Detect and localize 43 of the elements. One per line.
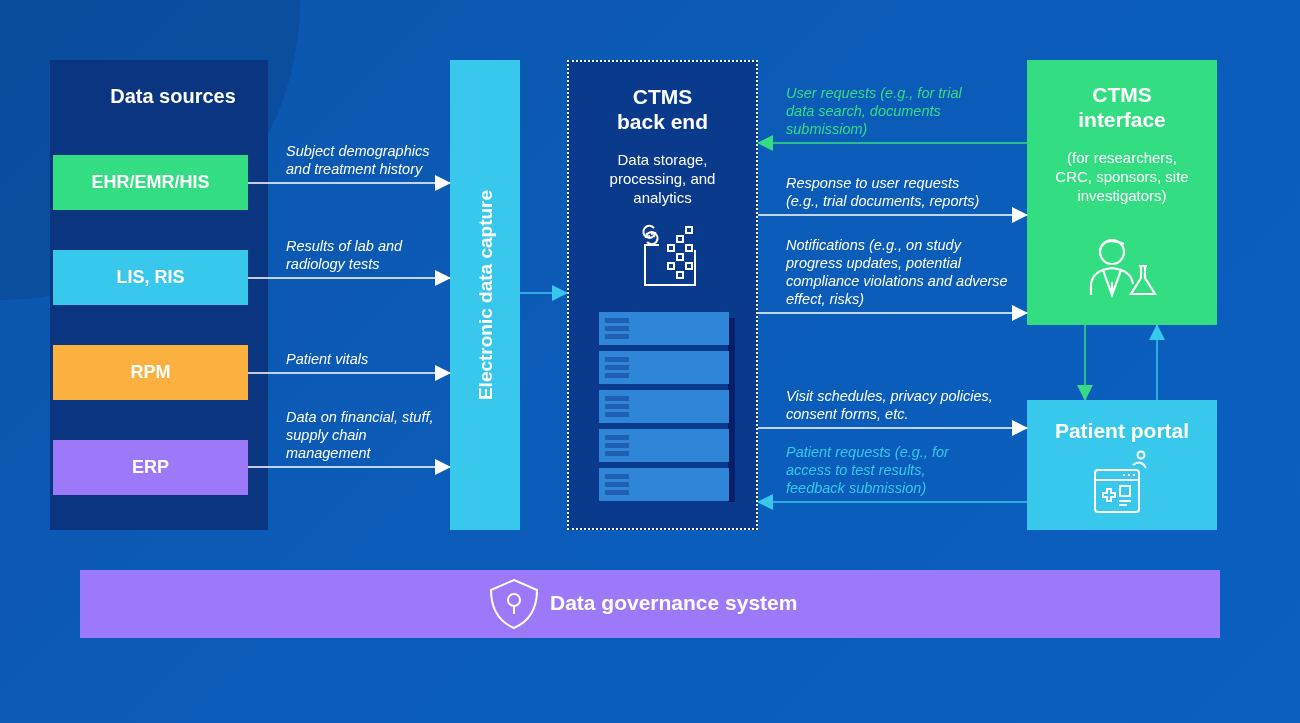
arrow [247,270,451,286]
system-box [53,440,248,495]
box-heading: CTMS interface [1077,82,1167,132]
system-box [53,345,248,400]
arrow [757,207,1028,223]
governance-band [80,570,1220,638]
system-box [53,155,248,210]
backend-panel [567,60,758,530]
arrow [247,175,451,191]
edge-label: Data on financial, stuff, supply chain management [286,408,435,462]
box-label: LIS, RIS [115,266,186,289]
arrow [757,305,1028,321]
arrow [757,135,1028,151]
arrow [1077,324,1093,401]
band-label: Data governance system [550,590,798,615]
edge-label: Patient vitals [286,350,370,368]
arrow [757,420,1028,436]
arrow [247,365,451,381]
bar-label: Electronic data capture [473,188,497,403]
process-bar [450,60,520,530]
interface-box [1027,60,1217,325]
edge-label: User requests (e.g., for trial data search, documents submissiom) [786,84,963,138]
arrow [247,459,451,475]
edge-label: Results of lab and radiology tests [286,237,404,273]
edge-label: Response to user requests (e.g., trial documents, reports) [786,174,981,210]
box-label: ERP [131,456,170,479]
arrow [519,285,568,301]
box-label: RPM [129,361,172,384]
box-heading: Patient portal [1053,418,1191,443]
edge-label: Subject demographics and treatment history [286,142,431,178]
portal-box [1027,400,1217,530]
panel-description: Data storage, processing, and analytics [608,150,717,207]
arrow [757,494,1028,510]
panel-heading: Data sources [109,84,237,109]
edge-label: Patient requests (e.g., for access to test results, feedback submission) [786,443,951,497]
panel-heading: CTMS back end [615,84,709,134]
edge-label: Visit schedules, privacy policies, consent forms, etc. [786,387,994,423]
panel [50,60,268,530]
box-label: EHR/EMR/HIS [90,171,211,194]
arrow [1149,324,1165,401]
system-box [53,250,248,305]
box-description: (for researchers, CRC, sponsors, site investigators) [1054,148,1190,205]
edge-label: Notifications (e.g., on study progress updates, potential compliance violations and adverse effect, risks) [786,236,1009,308]
